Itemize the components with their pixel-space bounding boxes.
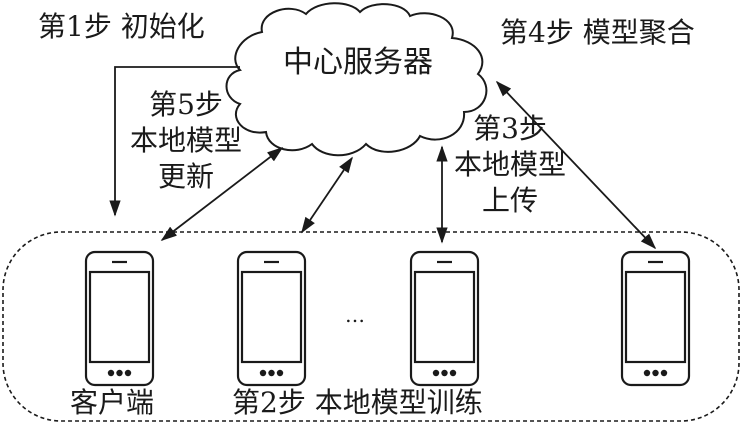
smartphone-icon bbox=[620, 250, 691, 387]
step5-line3: 更新 bbox=[158, 160, 214, 193]
step4-label: 第4步 模型聚合 bbox=[500, 16, 695, 49]
update-arrow-client1 bbox=[160, 147, 284, 241]
client-group-boundary bbox=[2, 231, 740, 422]
init-arrow bbox=[109, 66, 240, 217]
smartphone-icon bbox=[409, 250, 480, 387]
server-label: 中心服务器 bbox=[283, 45, 433, 80]
step2-label: 第2步 本地模型训练 bbox=[232, 386, 483, 419]
step5-line2: 本地模型 bbox=[130, 124, 242, 157]
step1-label: 第1步 初始化 bbox=[38, 10, 205, 43]
step3-line1: 第3步 bbox=[473, 112, 547, 145]
clients-label: 客户端 bbox=[70, 386, 154, 419]
step5-line1: 第5步 bbox=[149, 88, 223, 121]
smartphone-icon bbox=[236, 250, 307, 387]
step3-line2: 本地模型 bbox=[454, 148, 566, 181]
smartphone-icon bbox=[84, 250, 155, 387]
cloud-icon bbox=[225, 2, 488, 157]
clients-ellipsis: … bbox=[345, 303, 365, 327]
update-arrow-client2 bbox=[301, 156, 353, 234]
step3-line3: 上传 bbox=[482, 184, 538, 217]
aggregate-arrow-client4 bbox=[495, 80, 657, 250]
